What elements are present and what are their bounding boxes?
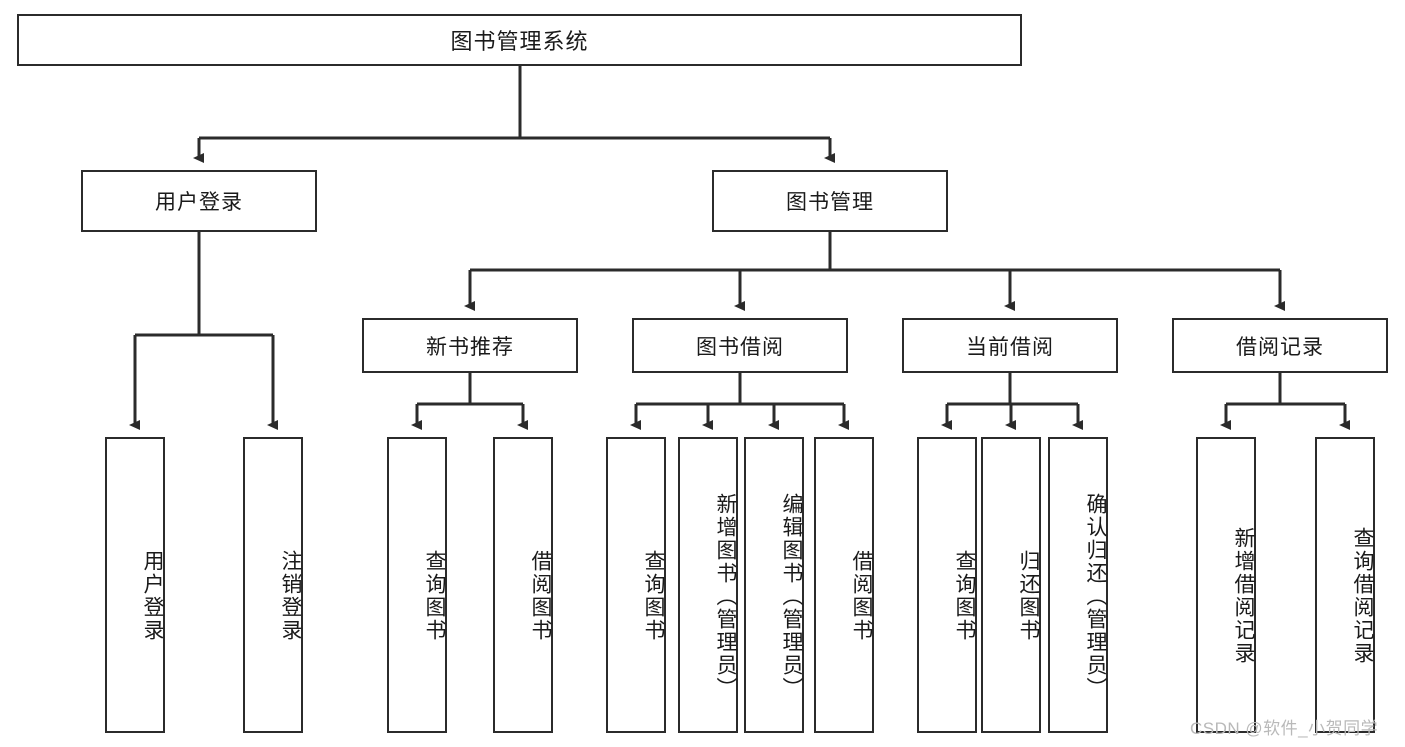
leaf-borrow-borrow-book[interactable]: 借阅图书 (814, 437, 874, 733)
node-root-system[interactable]: 图书管理系统 (17, 14, 1022, 66)
node-new-book-recommend[interactable]: 新书推荐 (362, 318, 578, 373)
node-user-login[interactable]: 用户登录 (81, 170, 317, 232)
leaf-current-confirm-return-admin[interactable]: 确认归还（管理员） (1048, 437, 1108, 733)
leaf-records-query-record[interactable]: 查询借阅记录 (1315, 437, 1375, 733)
csdn-watermark: CSDN @软件_小贺同学 (1190, 719, 1379, 738)
leaf-current-return-book[interactable]: 归还图书 (981, 437, 1041, 733)
leaf-user-login-signin[interactable]: 用户登录 (105, 437, 165, 733)
leaf-recommend-query-book[interactable]: 查询图书 (387, 437, 447, 733)
leaf-recommend-borrow-book[interactable]: 借阅图书 (493, 437, 553, 733)
node-borrow-records[interactable]: 借阅记录 (1172, 318, 1388, 373)
node-current-borrow[interactable]: 当前借阅 (902, 318, 1118, 373)
leaf-records-add-record[interactable]: 新增借阅记录 (1196, 437, 1256, 733)
leaf-borrow-query-book[interactable]: 查询图书 (606, 437, 666, 733)
leaf-borrow-edit-book-admin[interactable]: 编辑图书（管理员） (744, 437, 804, 733)
node-book-management[interactable]: 图书管理 (712, 170, 948, 232)
leaf-user-login-signout[interactable]: 注销登录 (243, 437, 303, 733)
leaf-current-query-book[interactable]: 查询图书 (917, 437, 977, 733)
leaf-borrow-add-book-admin[interactable]: 新增图书（管理员） (678, 437, 738, 733)
node-book-borrow[interactable]: 图书借阅 (632, 318, 848, 373)
